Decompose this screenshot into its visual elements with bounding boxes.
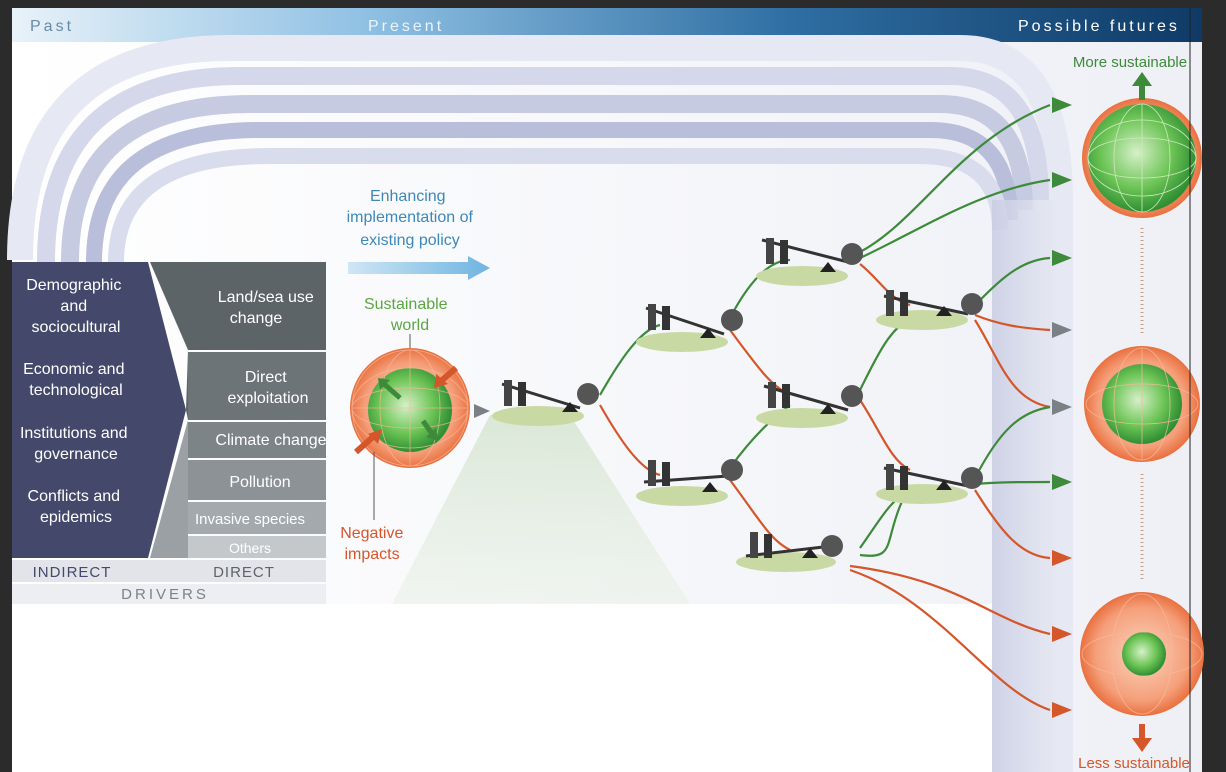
history-arches: [7, 35, 1073, 772]
arrow-up-icon: [1132, 72, 1152, 100]
direct-driver-land-sea: Land/sea use change: [218, 289, 319, 327]
direct-label: DIRECT: [213, 564, 275, 581]
direct-driver-invasive: Invasive species: [195, 511, 305, 528]
policy-arrow: [348, 256, 490, 280]
future-globe-sustainable-icon: [1082, 98, 1202, 218]
seesaw-nodes: [492, 238, 983, 572]
indirect-label: INDIRECT: [33, 564, 112, 581]
indirect-driver-demographic: Demographic and sociocultural: [26, 277, 126, 336]
globe-to-tree-arrow: [474, 404, 490, 418]
timeline-past: Past: [30, 18, 74, 35]
direct-driver-exploitation: Direct exploitation: [228, 369, 309, 407]
direct-drivers-panel: Land/sea use change Direct exploitation …: [150, 262, 327, 582]
seesaw-node-icon: [492, 380, 599, 426]
seesaw-node-icon: [756, 238, 863, 286]
future-globe-unsustainable-icon: [1080, 592, 1204, 716]
current-world-globe-icon: [350, 348, 470, 468]
seesaw-node-icon: [736, 532, 843, 572]
more-sustainable-label: More sustainable: [1073, 54, 1187, 71]
pathway-cone: [392, 415, 690, 604]
seesaw-node-icon: [636, 459, 743, 506]
sustainable-world-label: Sustainable world: [364, 296, 452, 334]
seesaw-node-icon: [876, 464, 983, 504]
indirect-driver-conflicts: Conflicts and epidemics: [28, 488, 125, 526]
indirect-driver-institutions: Institutions and governance: [20, 425, 132, 463]
seesaw-node-icon: [756, 382, 863, 428]
less-sustainable-label: Less sustainable: [1078, 755, 1190, 772]
drivers-label: DRIVERS: [121, 586, 209, 603]
future-globe-middle-icon: [1084, 346, 1200, 462]
indirect-driver-economic: Economic and technological: [23, 361, 129, 399]
future-pipe: [992, 200, 1058, 772]
seesaw-node-icon: [876, 290, 983, 330]
timeline-possible-futures: Possible futures: [1018, 18, 1180, 35]
seesaw-node-icon: [636, 304, 743, 352]
indirect-drivers-panel: Demographic and sociocultural Economic a…: [12, 262, 186, 582]
future-arrowheads: [1052, 97, 1072, 718]
direct-driver-climate: Climate change: [215, 432, 326, 449]
policy-label: Enhancing implementation of existing pol…: [347, 188, 478, 249]
direct-driver-others: Others: [229, 540, 271, 556]
direct-driver-pollution: Pollution: [229, 474, 290, 491]
arrow-down-icon: [1132, 724, 1152, 752]
drivers-label-bar: [12, 584, 326, 604]
blank-area: [22, 604, 992, 772]
negative-impacts-label: Negative impacts: [340, 525, 408, 563]
timeline-present: Present: [368, 18, 444, 35]
